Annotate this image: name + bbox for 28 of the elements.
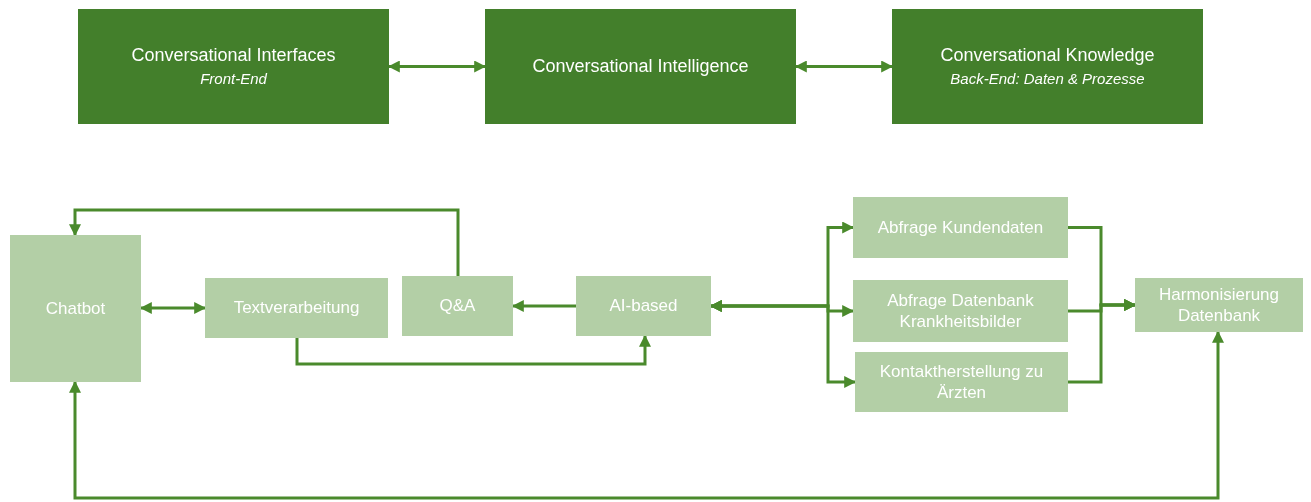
process-box: [855, 352, 1068, 412]
box-title: Kontaktherstellung zu Ärzten: [878, 360, 1045, 404]
box-title: AI-based: [608, 295, 679, 317]
box-title: Conversational Interfaces: [131, 43, 336, 67]
box-title: Q&A: [438, 295, 477, 317]
box-title: Conversational Intelligence: [532, 55, 749, 78]
box-title: Chatbot: [44, 297, 107, 320]
process-box: [10, 235, 141, 382]
box-title: Conversational Knowledge: [940, 43, 1155, 67]
process-box: [402, 276, 513, 336]
process-box: [853, 280, 1068, 342]
process-box: [205, 278, 388, 338]
box-title: Harmonisierung Datenbank: [1158, 283, 1280, 327]
arrow: [295, 334, 651, 366]
process-box: [892, 9, 1203, 124]
arrow: [69, 208, 460, 276]
box-subtitle: Front-End: [200, 70, 267, 90]
process-box: [485, 9, 796, 124]
box-title: Abfrage Kundendaten: [876, 216, 1045, 239]
process-box: [1135, 278, 1303, 332]
box-subtitle: Back-End: Daten & Prozesse: [950, 70, 1145, 90]
process-box: [576, 276, 711, 336]
box-title: Textverarbeitung: [232, 297, 361, 319]
box-title: Abfrage Datenbank Krankheitsbilder: [886, 289, 1035, 333]
arrow: [1068, 299, 1137, 384]
process-box: [78, 9, 389, 124]
process-box: [853, 197, 1068, 258]
arrow: [69, 330, 1224, 500]
